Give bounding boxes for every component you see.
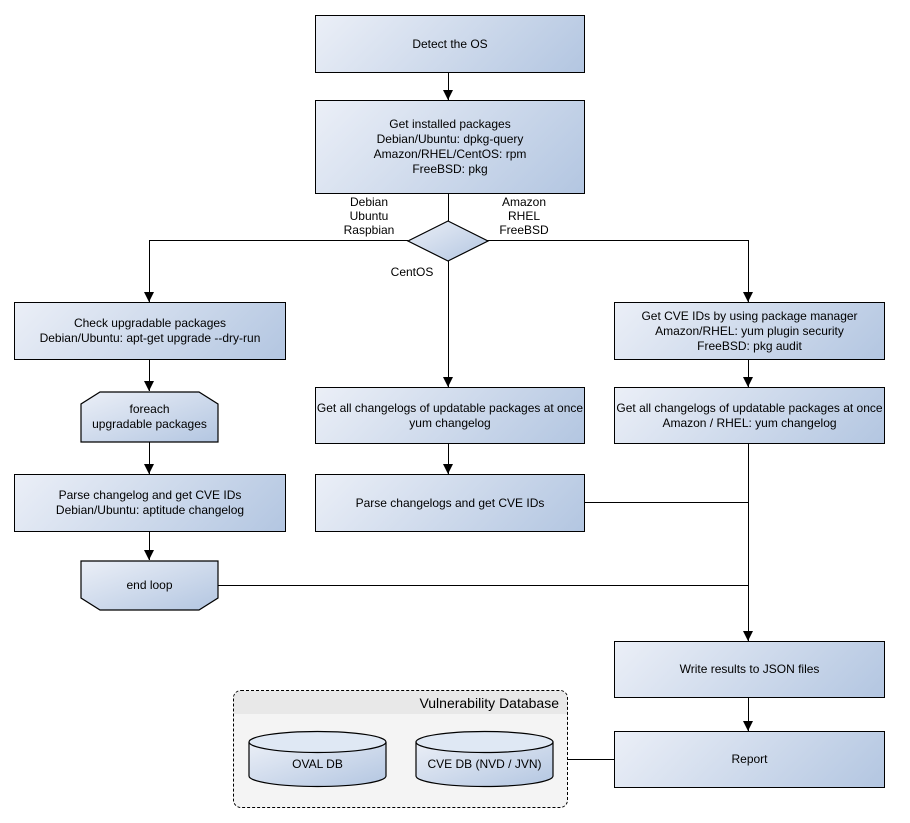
node-detect-os: Detect the OS: [315, 15, 585, 73]
node-label: Debian/Ubuntu: dpkg-query: [376, 132, 524, 146]
branch-label-centos: CentOS: [390, 265, 434, 279]
node-label: yum changelog: [409, 415, 491, 430]
node-end-loop: end loop: [80, 560, 219, 611]
arrowhead-into-endloop: [144, 550, 154, 560]
connector-parse-to-endloop: [149, 530, 150, 560]
arrowhead-into-packages: [443, 90, 453, 100]
branch-label-line: Raspbian: [343, 223, 395, 237]
node-get-cve-ids-pkg-manager: Get CVE IDs by using package manager Ama…: [614, 302, 885, 360]
arrowhead-into-foreach: [144, 381, 154, 391]
container-title-text: Vulnerability Database: [419, 694, 559, 711]
node-label: Amazon/RHEL/CentOS: rpm: [373, 147, 527, 161]
node-report: Report: [614, 731, 885, 788]
node-check-upgradable: Check upgradable packages Debian/Ubuntu:…: [14, 302, 286, 360]
node-label: foreach: [129, 402, 170, 416]
connector-endloop-to-merge: [218, 585, 748, 586]
arrowhead-into-report: [743, 721, 753, 731]
connector-check-to-foreach: [149, 358, 150, 391]
connector-changelogs-to-parse-centos: [448, 442, 449, 474]
database-cylinder-icon: [415, 730, 554, 788]
node-label: Parse changelogs and get CVE IDs: [355, 495, 545, 510]
arrowhead-into-cveids: [743, 292, 753, 302]
node-label: Write results to JSON files: [679, 662, 820, 676]
node-get-changelogs-amazon: Get all changelogs of updatable packages…: [614, 387, 885, 444]
diamond-shape: [406, 220, 490, 262]
branch-label-debian: Debian Ubuntu Raspbian: [324, 195, 414, 237]
connector-decision-right: [487, 240, 748, 241]
node-foreach-loop-start: foreach upgradable packages: [80, 391, 219, 443]
connector-db-to-report: [568, 759, 614, 760]
node-label: Report: [731, 752, 768, 766]
node-get-changelogs-centos: Get all changelogs of updatable packages…: [315, 387, 585, 444]
vulnerability-database-title: Vulnerability Database: [234, 691, 567, 714]
node-os-decision: [406, 219, 490, 263]
node-label: Debian/Ubuntu: aptitude changelog: [55, 503, 245, 517]
node-label: Amazon/RHEL: yum plugin security: [655, 323, 844, 338]
node-label: Amazon / RHEL: yum changelog: [662, 415, 837, 430]
connector-left-down: [149, 240, 150, 302]
connector-parse-centos-to-merge: [583, 502, 748, 503]
node-parse-changelog-debian: Parse changelog and get CVE IDs Debian/U…: [14, 474, 286, 532]
connector-foreach-to-parse: [149, 442, 150, 474]
connector-decision-left: [149, 240, 408, 241]
arrowhead-into-write: [743, 631, 753, 641]
node-label: Detect the OS: [412, 36, 488, 51]
db-label: OVAL DB: [292, 757, 343, 771]
db-label: CVE DB (NVD / JVN): [427, 757, 542, 771]
loop-start-shape: [80, 391, 219, 443]
node-label: Check upgradable packages: [73, 316, 227, 330]
node-oval-db: OVAL DB: [248, 730, 387, 788]
connector-merge-to-write: [748, 442, 749, 641]
database-cylinder-icon: [248, 730, 387, 788]
node-label: Parse changelog and get CVE IDs: [58, 488, 242, 502]
arrowhead-into-changelogs-amazon: [743, 377, 753, 387]
node-parse-changelogs-centos: Parse changelogs and get CVE IDs: [315, 474, 585, 532]
node-cve-db: CVE DB (NVD / JVN): [415, 730, 554, 788]
node-label: Debian/Ubuntu: apt-get upgrade --dry-run: [39, 331, 261, 345]
branch-label-amazon: Amazon RHEL FreeBSD: [479, 195, 569, 237]
arrowhead-into-changelogs-centos: [443, 377, 453, 387]
connector-decision-centos-down: [448, 261, 449, 387]
connector-right-down: [748, 240, 749, 302]
branch-label-line: Debian: [349, 195, 389, 209]
node-label: FreeBSD: pkg: [412, 162, 488, 176]
arrowhead-into-parse-centos: [443, 464, 453, 474]
node-get-installed-packages: Get installed packages Debian/Ubuntu: dp…: [315, 100, 585, 194]
node-label: FreeBSD: pkg audit: [697, 338, 802, 353]
connector-detect-to-packages: [448, 71, 449, 100]
arrowhead-into-parse-debian: [144, 464, 154, 474]
node-label: Get CVE IDs by using package manager: [641, 308, 858, 323]
branch-label-line: RHEL: [507, 209, 540, 223]
node-label: end loop: [126, 578, 173, 592]
node-label: Get all changelogs of updatable packages…: [316, 400, 584, 415]
node-label: Get installed packages: [389, 117, 511, 131]
loop-end-shape: [80, 560, 219, 611]
node-label: Get all changelogs of updatable packages…: [616, 400, 883, 415]
connector-write-to-report: [748, 696, 749, 731]
branch-label-line: Ubuntu: [349, 209, 389, 223]
branch-label-line: Amazon: [501, 195, 547, 209]
connector-cveids-to-changelogs: [748, 358, 749, 387]
node-label: upgradable packages: [92, 417, 207, 431]
branch-label-line: FreeBSD: [499, 223, 549, 237]
node-write-results: Write results to JSON files: [614, 641, 885, 698]
connector-packages-to-decision: [448, 192, 449, 221]
arrowhead-into-check: [144, 292, 154, 302]
